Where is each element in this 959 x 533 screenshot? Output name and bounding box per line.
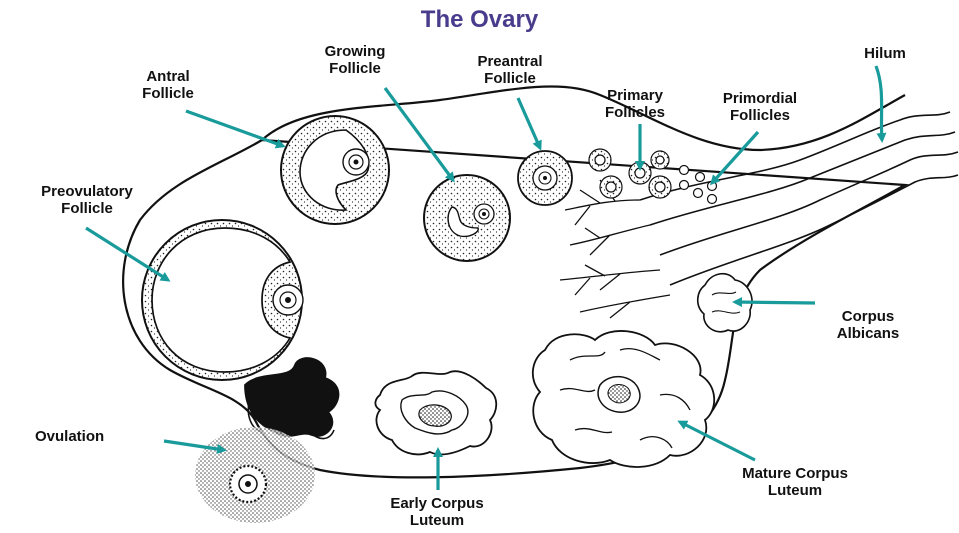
primary-follicles <box>589 149 671 198</box>
label-preovulatory-follicle: Preovulatory Follicle <box>12 183 162 217</box>
arrow-antral <box>186 111 283 146</box>
label-line: Follicle <box>12 200 162 217</box>
ovulation-site <box>195 358 339 523</box>
label-line: Mature Corpus <box>725 465 865 482</box>
antral-follicle <box>281 116 389 224</box>
label-line: Antral <box>128 68 208 85</box>
early-corpus-luteum <box>375 371 496 454</box>
label-line: Preovulatory <box>12 183 162 200</box>
label-line: Hilum <box>840 45 930 62</box>
label-line: Early Corpus <box>372 495 502 512</box>
label-ovulation: Ovulation <box>35 428 155 445</box>
label-line: Follicle <box>460 70 560 87</box>
label-line: Luteum <box>725 482 865 499</box>
preovulatory-follicle <box>142 220 303 380</box>
label-line: Ovulation <box>35 428 155 445</box>
label-mature-corpus-luteum: Mature Corpus Luteum <box>725 465 865 499</box>
label-line: Follicle <box>128 85 208 102</box>
label-line: Primary <box>585 87 685 104</box>
arrow-primordial <box>712 132 758 183</box>
label-line: Corpus <box>818 308 918 325</box>
label-antral-follicle: Antral Follicle <box>128 68 208 102</box>
label-line: Follicles <box>585 104 685 121</box>
label-hilum: Hilum <box>840 45 930 62</box>
label-line: Preantral <box>460 53 560 70</box>
label-growing-follicle: Growing Follicle <box>305 43 405 77</box>
label-line: Growing <box>305 43 405 60</box>
label-line: Luteum <box>372 512 502 529</box>
label-line: Follicle <box>305 60 405 77</box>
label-preantral-follicle: Preantral Follicle <box>460 53 560 87</box>
mature-corpus-luteum <box>533 331 714 467</box>
label-primary-follicles: Primary Follicles <box>585 87 685 121</box>
hilum-vessels <box>640 112 958 285</box>
label-early-corpus-luteum: Early Corpus Luteum <box>372 495 502 529</box>
label-line: Primordial <box>700 90 820 107</box>
label-line: Follicles <box>700 107 820 124</box>
arrow-preantral <box>518 98 540 148</box>
label-line: Albicans <box>818 325 918 342</box>
preantral-follicle <box>518 151 572 205</box>
label-corpus-albicans: Corpus Albicans <box>818 308 918 342</box>
label-primordial-follicles: Primordial Follicles <box>700 90 820 124</box>
growing-follicle <box>424 175 510 261</box>
arrow-corpus-albicans <box>735 302 815 303</box>
blood-vessels <box>560 180 670 318</box>
